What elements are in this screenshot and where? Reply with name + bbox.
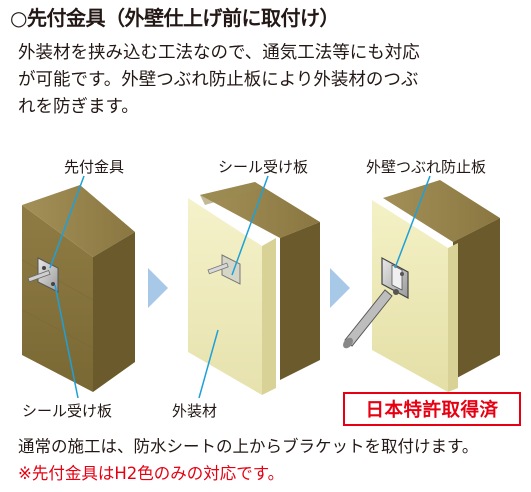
bracket-1-icon xyxy=(27,257,59,293)
wall-block-1 xyxy=(21,185,135,392)
leader-line-exterior-material xyxy=(198,329,219,399)
leader-line-crush-prevention-plate xyxy=(394,175,431,269)
patent-badge: 日本特許取得済 xyxy=(343,392,521,426)
label-seal-plate-bottom: シール受け板 xyxy=(22,402,113,420)
description-line-1: 外装材を挟み込む工法なので、通気工法等にも対応 xyxy=(18,43,420,63)
wall-block-2 xyxy=(188,182,320,395)
description-line-2: が可能です。外壁つぶれ防止板により外装材のつぶ xyxy=(18,70,419,90)
leader-line-bracket xyxy=(49,175,85,269)
bracket-3-icon xyxy=(343,256,409,349)
leader-line-seal-plate-1 xyxy=(54,284,79,399)
bracket-2-icon xyxy=(207,254,241,285)
note-text: ※先付金具はH2色のみの対応です。 xyxy=(18,464,285,483)
label-seal-plate-top: シール受け板 xyxy=(218,158,309,176)
description-line-3: れを防ぎます。 xyxy=(18,97,139,117)
label-bracket: 先付金具 xyxy=(64,158,125,176)
leader-line-seal-plate-2 xyxy=(231,175,269,276)
step-arrow-1 xyxy=(148,268,168,308)
label-exterior-material: 外装材 xyxy=(172,402,218,420)
wall-block-3 xyxy=(372,180,500,392)
label-crush-prevention-plate: 外壁つぶれ防止板 xyxy=(366,158,487,176)
section-title: ○先付金具（外壁仕上げ前に取付け） xyxy=(10,6,339,30)
description: 外装材を挟み込む工法なので、通気工法等にも対応 が可能です。外壁つぶれ防止板によ… xyxy=(18,40,518,121)
step-arrow-2 xyxy=(330,268,350,308)
footer-text: 通常の施工は、防水シートの上からブラケットを取付けます。 xyxy=(18,437,479,456)
